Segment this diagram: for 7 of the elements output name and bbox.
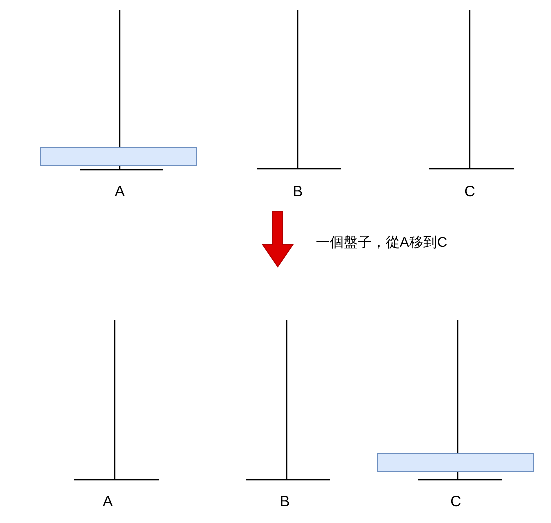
peg-label: A	[103, 493, 113, 511]
peg-label: B	[280, 493, 290, 511]
peg-label: C	[450, 493, 462, 511]
peg-label: C	[464, 183, 476, 201]
peg-label: B	[293, 183, 303, 201]
move-note: 一個盤子，從A移到C	[316, 234, 448, 250]
peg-label: A	[115, 183, 125, 201]
